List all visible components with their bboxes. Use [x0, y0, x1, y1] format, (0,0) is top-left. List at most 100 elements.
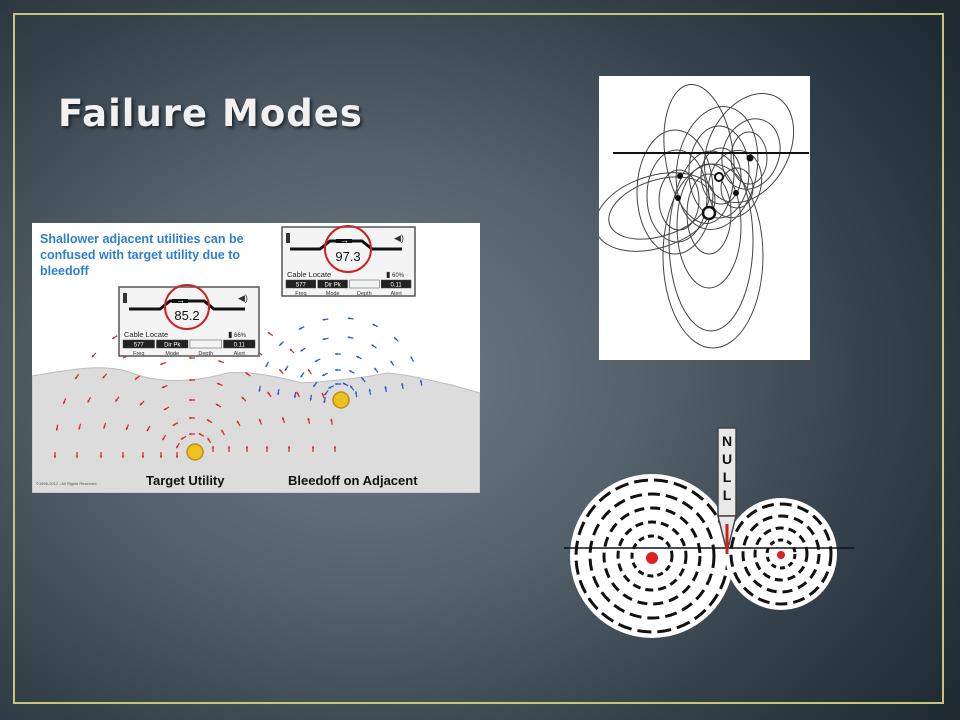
null-field-figure: N U L L — [564, 427, 854, 638]
field-arrow-head — [218, 360, 221, 363]
field-arrow-head — [335, 368, 338, 372]
null-letter: N — [722, 433, 732, 449]
speaker-icon: ◀) — [238, 293, 248, 303]
field-arrow-head — [161, 385, 165, 389]
field-arrow-head — [103, 426, 106, 429]
display-cell-value: 0.11 — [391, 283, 403, 289]
field-arrow-head — [258, 389, 261, 392]
field-arrow-head — [371, 344, 375, 347]
label-bleedoff-adjacent: Bleedoff on Adjacent — [288, 473, 418, 488]
field-arrow-head — [163, 407, 167, 410]
ground — [32, 367, 480, 493]
field-arrow-head — [324, 392, 327, 396]
field-arrow-head — [221, 429, 224, 433]
display-cell-value: Dir Pk — [164, 343, 181, 349]
field-arrow-head — [349, 370, 352, 373]
svg-text:←: ← — [353, 235, 362, 245]
adjacent-source-dot — [777, 551, 785, 559]
display-cell-label: Depth — [198, 351, 213, 357]
field-arrow-head — [335, 352, 338, 356]
field-arrow-head — [322, 318, 325, 321]
field-arrow-head — [311, 446, 315, 449]
field-arrow-head — [241, 396, 245, 400]
field-arrow-head — [307, 417, 310, 421]
display-cell — [317, 279, 348, 289]
field-arrow-head — [91, 354, 95, 358]
bleedoff-figure: Shallower adjacent utilities can be conf… — [32, 223, 480, 493]
field-arrow-head — [99, 455, 103, 458]
source-markers — [675, 154, 754, 221]
field-arrow-head — [217, 382, 220, 386]
field-arrow-head — [189, 416, 192, 420]
svg-text:→: → — [340, 235, 349, 245]
mode-label: Cable Locate — [287, 270, 331, 279]
field-arrow-head — [189, 378, 192, 382]
field-arrow-head — [368, 388, 372, 392]
slide-title: Failure Modes — [58, 92, 363, 135]
field-arrow-head — [245, 446, 249, 449]
highlight-circle — [164, 284, 210, 330]
battery-level: 60% — [392, 273, 405, 279]
display-cell-label: Depth — [357, 291, 372, 297]
field-arrow-head — [323, 400, 326, 404]
field-arrow-head — [139, 402, 143, 406]
field-arrow-head — [55, 428, 59, 431]
field-arrow-head — [189, 432, 192, 436]
slide-border — [13, 13, 944, 704]
field-arrow-head — [162, 437, 165, 441]
field-arrow-head — [146, 428, 150, 432]
display-cell — [285, 279, 316, 289]
field-arrow-head — [287, 446, 291, 449]
field-arrow-head — [123, 355, 126, 359]
display-cell-label: Freq — [133, 351, 144, 357]
field-arrow-head — [372, 323, 376, 327]
null-letter: L — [723, 469, 732, 485]
adjacent-utility-marker — [332, 391, 350, 409]
null-letter: U — [722, 451, 732, 467]
field-arrow-head — [175, 455, 179, 458]
field-arrow-head — [102, 375, 106, 379]
field-arrow-head — [267, 332, 271, 335]
field-arrow-head — [172, 423, 176, 426]
field-arrow-head — [279, 369, 282, 372]
display-cell-value: 577 — [134, 343, 145, 349]
field-arrow-head — [308, 369, 311, 372]
field-arrow-head — [298, 327, 302, 330]
battery-level: 66% — [234, 333, 247, 339]
battery-icon: ▮ — [228, 330, 232, 339]
field-arrow-head — [300, 349, 304, 352]
field-arrow-head — [63, 401, 66, 404]
display-cell — [189, 339, 222, 349]
field-arrow-head — [75, 376, 78, 380]
field-arrow-head — [384, 386, 387, 389]
display-cell — [223, 339, 256, 349]
display-cell — [156, 339, 189, 349]
display-cell-label: Mode — [165, 351, 179, 357]
reading-value: 85.2 — [174, 308, 199, 323]
field-arrow-head — [390, 360, 393, 364]
mode-label: Cable Locate — [124, 330, 168, 339]
field-arrow-head — [322, 337, 326, 341]
signal-bar-icon — [123, 293, 127, 303]
null-letter: L — [723, 487, 732, 503]
field-arrow-head — [160, 362, 163, 365]
field-arrow-head — [75, 455, 79, 458]
field-arrow-head — [347, 336, 351, 339]
caption-line-2: confused with target utility due to — [40, 248, 240, 262]
null-probe: N U L L — [717, 427, 737, 554]
field-arrow-head — [333, 446, 337, 449]
field-arrow-head — [347, 317, 351, 320]
field-arrow-head — [277, 392, 280, 395]
field-arrow-head — [335, 382, 338, 386]
field-arrow-head — [112, 336, 115, 339]
display-cell-value: 0.11 — [234, 343, 246, 349]
display-cell-label: Alert — [390, 291, 402, 297]
field-arrow-head — [410, 356, 413, 360]
highlight-circle — [324, 225, 372, 273]
field-arrow-head — [125, 427, 129, 430]
label-target-utility: Target Utility — [146, 473, 225, 488]
display-cell — [381, 279, 412, 289]
